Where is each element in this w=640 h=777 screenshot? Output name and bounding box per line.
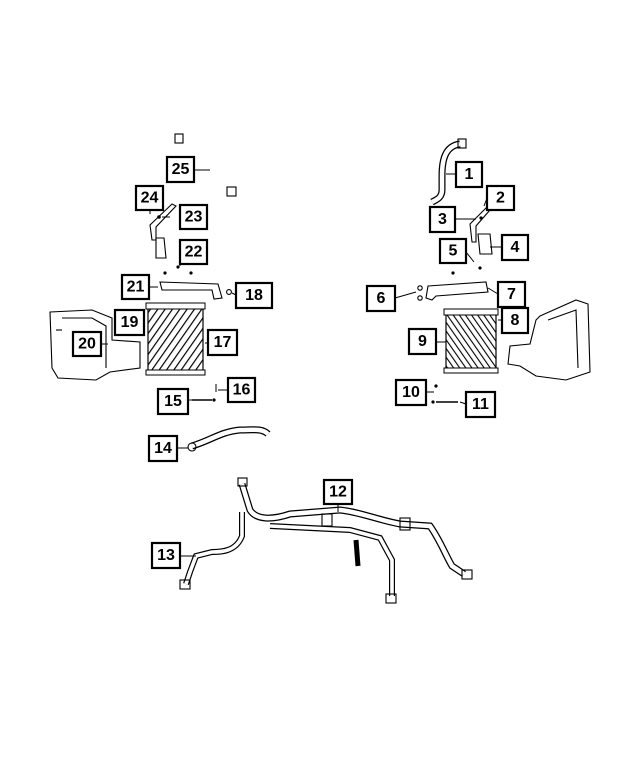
svg-text:24: 24 [141, 190, 159, 207]
callout-4: 4 [500, 233, 530, 262]
svg-text:3: 3 [438, 211, 447, 228]
air-duct-left [49, 309, 141, 381]
coolant-hose-harness [179, 477, 473, 604]
svg-text:22: 22 [185, 244, 203, 261]
bracket-right [469, 207, 493, 255]
svg-text:6: 6 [377, 290, 386, 307]
bracket-mount-right [417, 266, 489, 301]
callout-5: 5 [438, 237, 468, 265]
callout-13: 13 [150, 541, 182, 570]
svg-text:9: 9 [418, 333, 427, 350]
svg-text:25: 25 [172, 161, 190, 178]
callout-9: 9 [407, 327, 438, 356]
svg-text:13: 13 [157, 547, 175, 564]
callout-22: 22 [178, 238, 209, 266]
callout-8: 8 [500, 306, 530, 335]
leader-lines [100, 169, 502, 557]
svg-text:2: 2 [496, 190, 505, 207]
callout-1: 1 [454, 160, 484, 189]
coolant-hose-upper-left [174, 133, 237, 197]
callout-6: 6 [365, 284, 397, 313]
radiator-left [145, 302, 206, 376]
svg-text:14: 14 [154, 440, 172, 457]
callout-12: 12 [322, 478, 354, 506]
callout-14: 14 [147, 434, 179, 463]
callout-15: 15 [156, 387, 190, 416]
callout-3: 3 [428, 205, 457, 234]
svg-text:21: 21 [127, 279, 145, 296]
svg-text:23: 23 [185, 209, 203, 226]
bracket-left [149, 203, 177, 259]
callout-2: 2 [485, 184, 516, 212]
callout-19: 19 [113, 308, 146, 337]
bracket-mount-left [159, 265, 232, 300]
callout-24: 24 [134, 184, 165, 212]
callout-7: 7 [496, 280, 527, 309]
callout-18: 18 [234, 281, 274, 310]
coolant-hose-lower-left [187, 426, 271, 452]
clip-parts-left [192, 384, 217, 402]
callout-21: 21 [120, 273, 151, 301]
svg-text:8: 8 [511, 312, 520, 329]
svg-text:5: 5 [449, 243, 458, 260]
svg-text:20: 20 [78, 336, 96, 353]
clip-parts-right [431, 384, 458, 404]
svg-text:10: 10 [402, 384, 420, 401]
svg-text:19: 19 [121, 314, 139, 331]
svg-text:4: 4 [511, 239, 520, 256]
callout-17: 17 [206, 328, 239, 357]
callout-11: 11 [464, 390, 497, 419]
svg-text:1: 1 [465, 166, 474, 183]
callout-10: 10 [394, 378, 428, 407]
radiator-right [443, 308, 499, 374]
svg-text:7: 7 [507, 286, 516, 303]
svg-text:18: 18 [245, 287, 263, 304]
coolant-hose-upper-right [430, 138, 467, 206]
svg-text:15: 15 [164, 393, 182, 410]
callout-16: 16 [226, 376, 257, 404]
svg-text:11: 11 [472, 396, 489, 413]
callout-25: 25 [165, 155, 196, 184]
air-duct-right [507, 299, 591, 381]
callout-20: 20 [71, 330, 103, 358]
svg-text:17: 17 [214, 334, 232, 351]
callout-23: 23 [178, 203, 209, 231]
svg-text:12: 12 [329, 484, 347, 501]
svg-text:16: 16 [233, 382, 251, 399]
